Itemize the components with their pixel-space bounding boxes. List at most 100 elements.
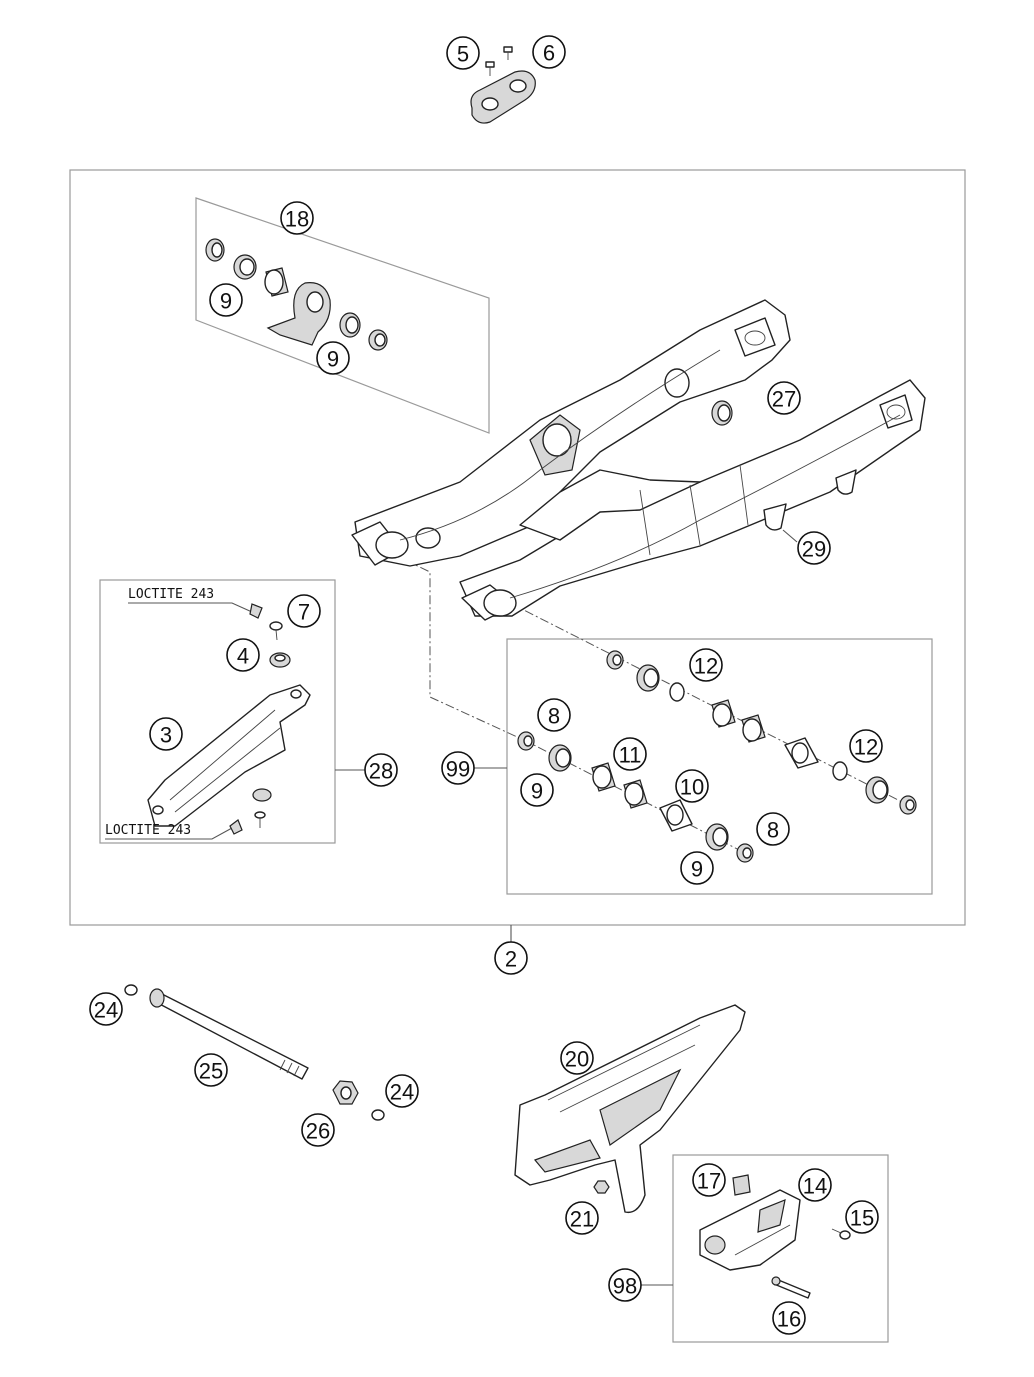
- callout-label: 7: [298, 600, 310, 625]
- cap-24-right: [371, 1109, 385, 1121]
- screw-small-bottom: [229, 811, 266, 835]
- axle-nut-26: [332, 1080, 359, 1105]
- group-98-frame: [672, 1154, 889, 1343]
- bushing-upper-2: [899, 795, 917, 815]
- callout-26: 26: [301, 1113, 335, 1147]
- washer-4: [269, 652, 291, 668]
- shock-housing: [266, 282, 331, 346]
- group-28-frame: [99, 579, 336, 844]
- loctite-note-top: LOCTITE 243: [128, 587, 214, 602]
- screw-7: [269, 621, 283, 641]
- callout-label: 17: [697, 1169, 721, 1194]
- bushing-upper-1: [606, 650, 624, 670]
- callout-label: 4: [237, 644, 249, 669]
- callout-label: 98: [613, 1274, 637, 1299]
- callout-label: 27: [772, 387, 796, 412]
- bracket-29: [763, 469, 857, 531]
- callout-label: 16: [777, 1307, 801, 1332]
- screw-5: [485, 61, 495, 76]
- callout-18: 18: [280, 201, 314, 235]
- callout-16: 16: [772, 1301, 806, 1335]
- callout-20: 20: [560, 1041, 594, 1075]
- bushing-8-lower-2: [736, 843, 754, 863]
- loctite-leader-bottom: [105, 827, 233, 840]
- callout-29: 29: [797, 531, 831, 565]
- spacer-10: [659, 799, 693, 832]
- callout-6: 6: [532, 35, 566, 69]
- callout-5: 5: [446, 36, 480, 70]
- swingarm-axle-25: [149, 988, 309, 1080]
- seal-ring-27: [711, 400, 733, 426]
- seal-ring-9-left: [233, 254, 257, 280]
- needle-bearing-upper-2: [741, 714, 766, 743]
- seal-ring-9-lower-2: [705, 823, 729, 851]
- leader-29: [782, 529, 798, 543]
- callout-label: 9: [531, 779, 543, 804]
- callout-label: 9: [327, 347, 339, 372]
- bushing-8-lower-1: [517, 731, 535, 751]
- seal-ring-9-right: [339, 312, 361, 338]
- callout-label: 8: [548, 704, 560, 729]
- screw-15: [831, 1228, 851, 1240]
- group-99-frame: [506, 638, 933, 895]
- callout-2: 2: [494, 941, 528, 975]
- callout-label: 12: [694, 654, 718, 679]
- callout-3: 3: [149, 717, 183, 751]
- callout-21: 21: [565, 1201, 599, 1235]
- callout-11: 11: [613, 737, 647, 771]
- chain-slider-3: [147, 684, 311, 827]
- callout-label: 28: [369, 759, 393, 784]
- callout-label: 14: [803, 1174, 827, 1199]
- callout-98: 98: [608, 1268, 642, 1302]
- screw-6: [503, 46, 513, 60]
- swingarm-assembly-frame: [69, 169, 966, 926]
- callout-label: 9: [691, 857, 703, 882]
- callout-label: 10: [680, 775, 704, 800]
- callout-12-right: 12: [849, 729, 883, 763]
- callout-25: 25: [194, 1053, 228, 1087]
- callout-label: 99: [446, 757, 470, 782]
- callout-28: 28: [364, 753, 398, 787]
- alignment-line-left: [404, 559, 746, 854]
- callout-label: 11: [619, 743, 642, 768]
- washer-12-upper: [669, 682, 685, 702]
- bushing-small: [368, 329, 388, 351]
- callout-label: 26: [306, 1119, 330, 1144]
- callout-27: 27: [767, 381, 801, 415]
- chain-guide-20: [514, 1004, 746, 1214]
- swingarm: [351, 299, 926, 621]
- washer-12-lower: [832, 761, 848, 781]
- screw-small-top: [249, 603, 263, 619]
- callout-8-right: 8: [756, 812, 790, 846]
- callout-label: 6: [543, 41, 555, 66]
- callout-9-group18-right: 9: [316, 341, 350, 375]
- callout-4: 4: [226, 638, 260, 672]
- loctite-note-bottom: LOCTITE 243: [105, 823, 191, 838]
- callout-99: 99: [441, 751, 475, 785]
- loctite-leader-top: [128, 602, 253, 613]
- callout-17: 17: [692, 1163, 726, 1197]
- slider-block-17: [732, 1174, 751, 1196]
- seal-ring-upper: [636, 664, 660, 692]
- callout-12-top: 12: [689, 648, 723, 682]
- callout-9-group18-left: 9: [209, 283, 243, 317]
- callout-label: 9: [220, 289, 232, 314]
- spacer-upper: [784, 737, 819, 769]
- callout-24-left: 24: [89, 992, 123, 1026]
- clamp-part: [470, 70, 536, 124]
- bearing: [264, 267, 289, 297]
- callout-label: 8: [767, 818, 779, 843]
- callout-14: 14: [798, 1168, 832, 1202]
- callout-label: 24: [94, 998, 118, 1023]
- callout-label: 5: [457, 42, 469, 67]
- callout-label: 12: [854, 735, 878, 760]
- callout-label: 20: [565, 1047, 589, 1072]
- cap-24-left: [124, 984, 138, 996]
- callout-8-left: 8: [537, 698, 571, 732]
- washer-lower: [252, 788, 272, 802]
- callout-10: 10: [675, 769, 709, 803]
- callout-24-right: 24: [385, 1074, 419, 1108]
- callout-9-group99-left: 9: [520, 773, 554, 807]
- callout-label: 25: [199, 1059, 223, 1084]
